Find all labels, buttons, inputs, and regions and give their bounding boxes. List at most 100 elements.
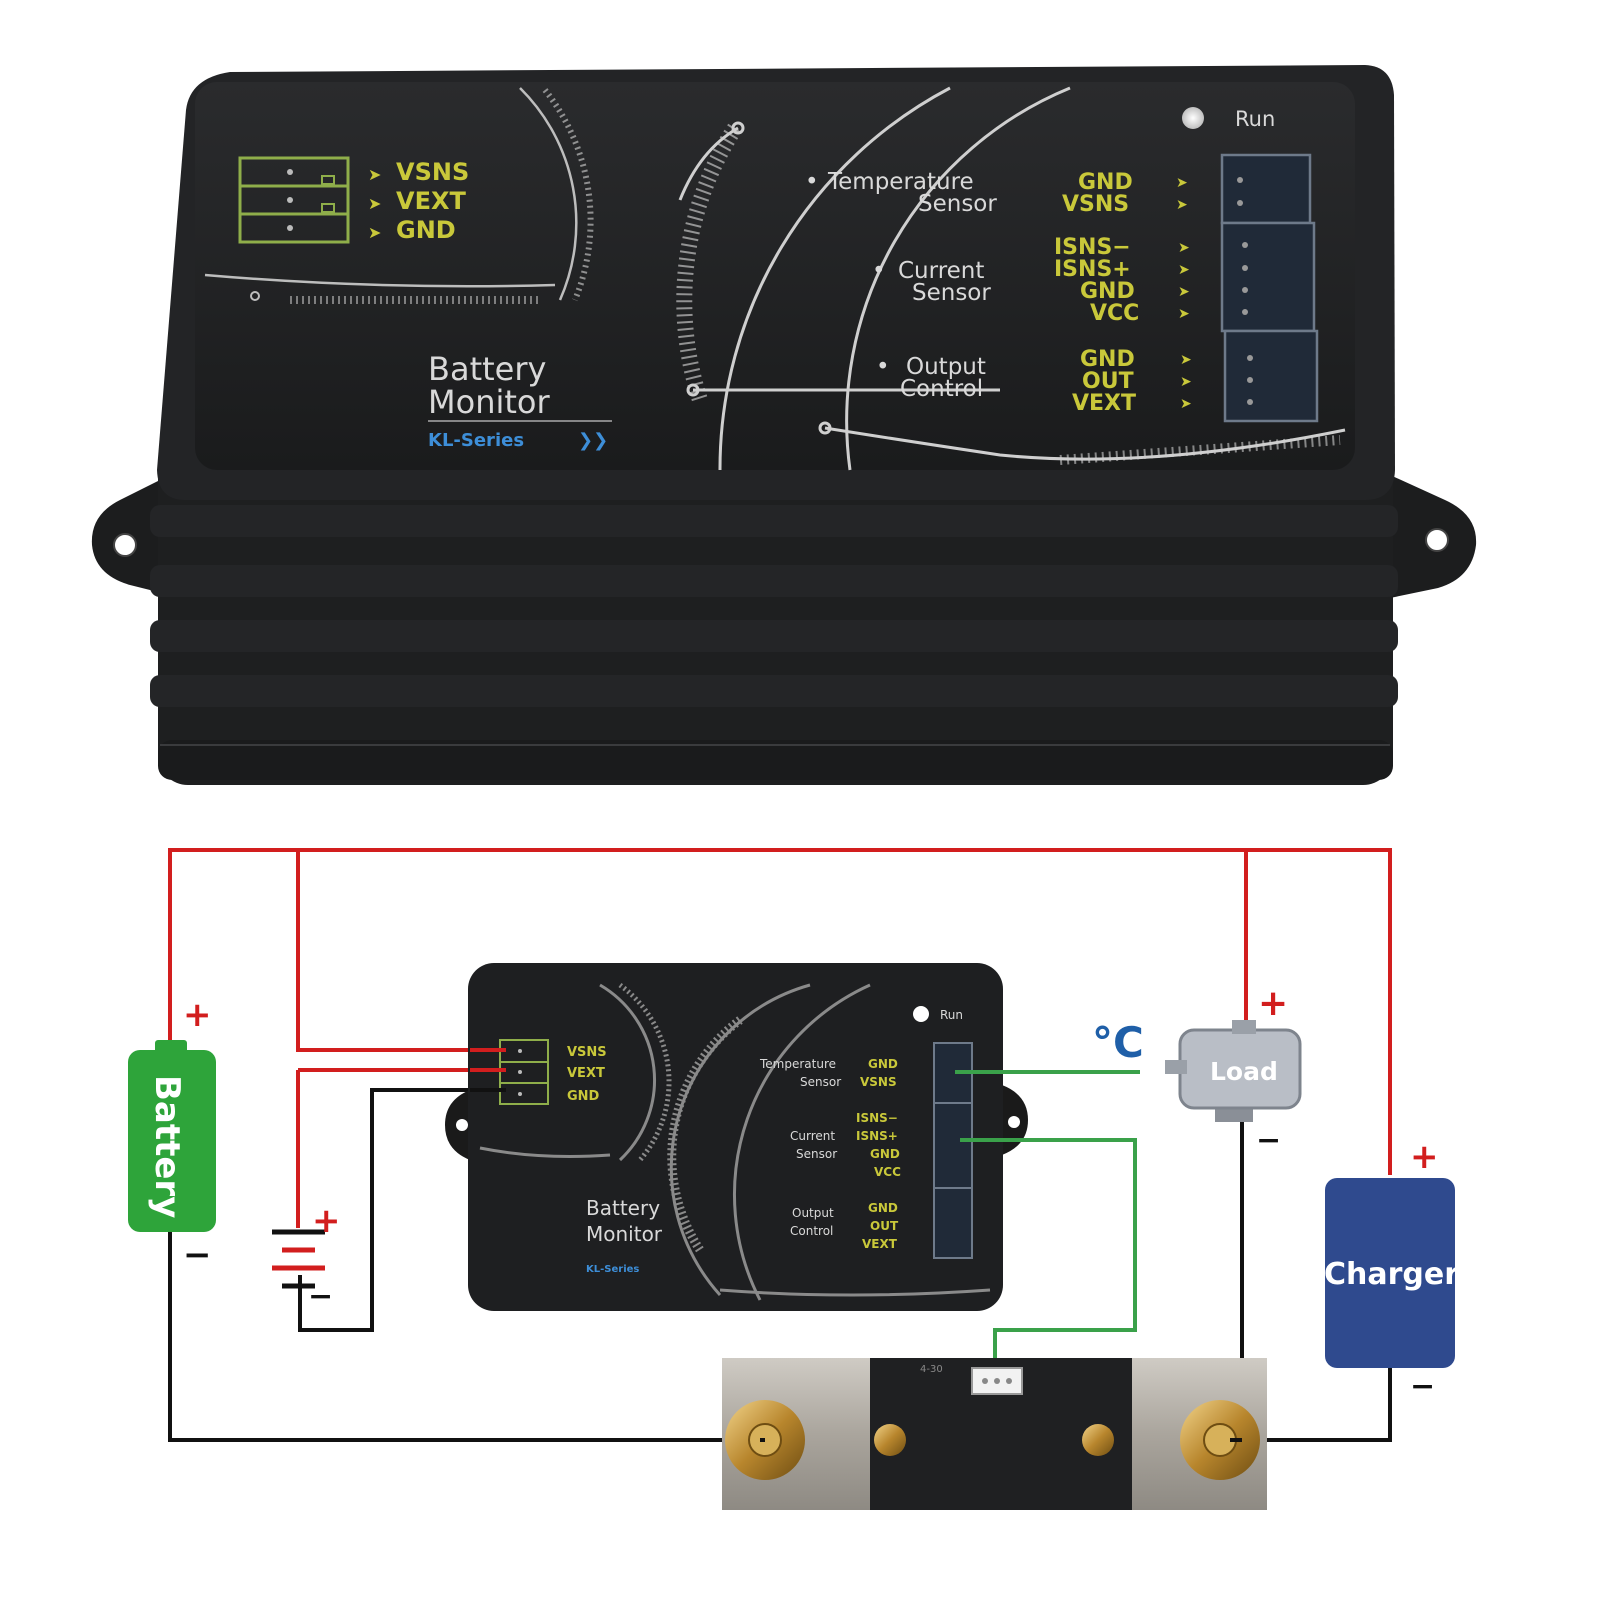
pin-label: ISNS− — [1054, 235, 1131, 260]
pin-arrows: ➤ ➤ ➤ ➤ ➤ ➤ ➤ ➤ ➤ — [1176, 175, 1192, 412]
mini-current-line1: Current — [790, 1129, 835, 1143]
pin-label: VSNS — [1062, 192, 1129, 217]
temperature-symbol: °C — [1092, 1018, 1144, 1067]
pin-label: GND — [1080, 347, 1135, 372]
mini-terminal-vsns: VSNS — [567, 1045, 607, 1060]
mini-pin-label: OUT — [870, 1219, 899, 1233]
battery-plus: + — [183, 995, 212, 1035]
mini-run-label: Run — [940, 1008, 963, 1022]
output-label-line1: Output — [906, 354, 986, 380]
terminal-stubs — [470, 1048, 506, 1092]
terminal-vext-label: VEXT — [396, 187, 466, 215]
terminal-vsns-label: VSNS — [396, 158, 469, 186]
pin-label: OUT — [1082, 369, 1134, 394]
charger-minus: − — [1410, 1369, 1435, 1404]
charger-label: Charger — [1324, 1257, 1459, 1292]
pin-label: VEXT — [1072, 391, 1136, 416]
pin-label: GND — [1078, 170, 1133, 195]
right-connector-strip — [1220, 153, 1319, 423]
mini-output-line1: Output — [792, 1206, 834, 1220]
mini-title-line2: Monitor — [586, 1222, 663, 1246]
arrow-icon: ➤ — [1180, 352, 1192, 368]
connector-pins — [1237, 177, 1253, 405]
device-title-line1: Battery — [428, 350, 546, 388]
mini-pin-label: GND — [870, 1147, 900, 1161]
load-label: Load — [1210, 1057, 1278, 1086]
arrow-icon: ➤ — [1176, 197, 1188, 213]
group-labels: • Temperature Sensor • Current Sensor • … — [805, 169, 997, 402]
mini-pin-label: ISNS+ — [856, 1129, 898, 1143]
secondary-plus: + — [312, 1201, 341, 1241]
load-icon: Load — [1165, 1020, 1302, 1122]
arrow-icon: ➤ — [1180, 396, 1192, 412]
mini-terminal-vext: VEXT — [567, 1066, 605, 1081]
decor-arcs-left — [204, 87, 594, 304]
pin-label: ISNS+ — [1054, 257, 1131, 282]
wiring-diagram: VSNS VEXT GND Battery Monitor KL-Series … — [128, 848, 1459, 1510]
bullet-icon: • — [805, 169, 819, 195]
arrow-icon: ➤ — [368, 194, 381, 213]
arrow-icon: ➤ — [1178, 262, 1190, 278]
charger-icon: Charger — [1324, 1178, 1459, 1368]
mini-pin-label: VCC — [874, 1165, 901, 1179]
device-photo: ➤ VSNS ➤ VEXT ➤ GND Battery Monitor KL-S… — [91, 65, 1477, 785]
arrow-icon: ➤ — [368, 165, 381, 184]
temperature-label-line2: Sensor — [918, 191, 997, 217]
device-series-label: KL-Series — [428, 430, 524, 451]
current-label-line2: Sensor — [912, 280, 991, 306]
mini-current-line2: Sensor — [796, 1147, 837, 1161]
run-led-icon — [1182, 107, 1204, 129]
mini-pin-label: ISNS− — [856, 1111, 898, 1125]
signal-wires — [955, 1070, 1140, 1368]
pin-label: VCC — [1090, 301, 1139, 326]
series-chevron-icon: ❯❯ — [578, 430, 608, 451]
output-label-line2: Control — [900, 376, 983, 402]
mini-device: VSNS VEXT GND Battery Monitor KL-Series … — [445, 963, 1028, 1311]
terminal-gnd-label: GND — [396, 216, 456, 244]
charger-plus: + — [1410, 1137, 1439, 1177]
negative-wires — [168, 1088, 1392, 1442]
load-plus: + — [1258, 983, 1288, 1024]
mounting-hole-left — [113, 533, 137, 557]
arrow-icon: ➤ — [1178, 306, 1190, 322]
mini-temperature-line1: Temperature — [759, 1057, 836, 1071]
run-label: Run — [1235, 107, 1275, 131]
mini-title-line1: Battery — [586, 1196, 660, 1220]
faceplate — [195, 82, 1355, 470]
bullet-icon: • — [872, 258, 886, 284]
left-terminal-block — [238, 156, 350, 244]
mini-run-led-icon — [913, 1006, 929, 1022]
pin-labels: GND VSNS ISNS− ISNS+ GND VCC GND OUT VEX… — [1054, 170, 1139, 416]
load-minus: − — [1256, 1123, 1281, 1158]
mounting-hole-right — [1425, 528, 1449, 552]
mini-pin-label: VEXT — [862, 1237, 898, 1251]
battery-icon: Battery — [128, 1040, 216, 1232]
battery-label: Battery — [147, 1075, 187, 1218]
arrow-icon: ➤ — [1180, 374, 1192, 390]
arrow-icon: ➤ — [1176, 175, 1188, 191]
current-label-line1: Current — [898, 258, 984, 284]
mini-pin-label: GND — [868, 1057, 898, 1071]
shunt-marking: 4-30 — [920, 1364, 943, 1375]
arrow-icon: ➤ — [1178, 284, 1190, 300]
mini-output-line2: Control — [790, 1224, 833, 1238]
arrow-icon: ➤ — [1178, 240, 1190, 256]
left-terminal-labels: ➤ VSNS ➤ VEXT ➤ GND — [368, 158, 469, 244]
decor-arcs-right — [676, 86, 1346, 471]
device-title-line2: Monitor — [428, 383, 550, 421]
secondary-minus: − — [308, 1279, 333, 1314]
temperature-label-line1: Temperature — [827, 169, 974, 195]
bullet-icon: • — [876, 354, 890, 380]
mini-pin-label: VSNS — [860, 1075, 897, 1089]
mini-terminal-gnd: GND — [567, 1089, 600, 1104]
secondary-battery-symbol — [272, 1229, 325, 1289]
arrow-icon: ➤ — [368, 223, 381, 242]
pin-label: GND — [1080, 279, 1135, 304]
mini-series-label: KL-Series — [586, 1264, 639, 1275]
battery-minus: − — [183, 1235, 212, 1275]
mini-pin-label: GND — [868, 1201, 898, 1215]
shunt-resistor: 4-30 — [722, 1358, 1267, 1510]
mini-temperature-line2: Sensor — [800, 1075, 841, 1089]
